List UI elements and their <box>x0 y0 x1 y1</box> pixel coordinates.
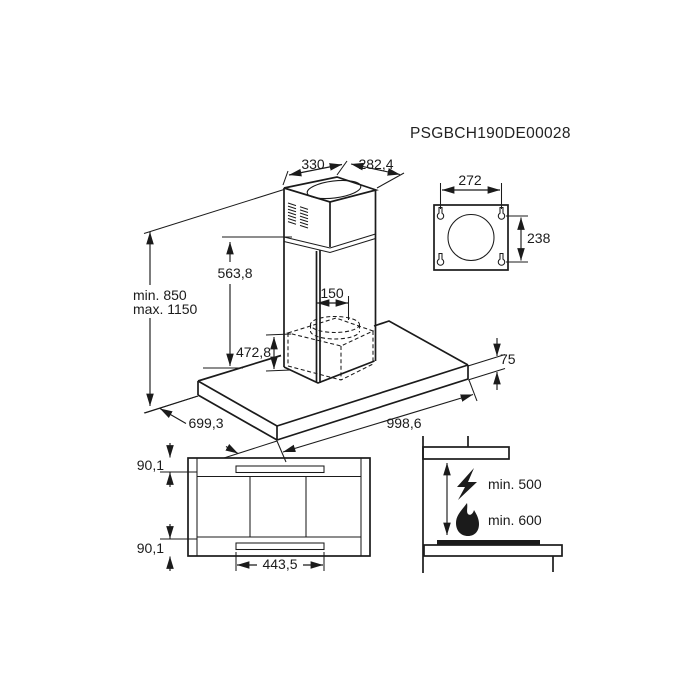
dim-9986-label: 998,6 <box>386 415 421 431</box>
electric-clearance-label: min. 500 <box>488 476 542 492</box>
dim-bracket-width: 272 <box>439 172 503 209</box>
dim-margin-bottom: 90,1 <box>137 524 197 571</box>
dim-901-bottom-label: 90,1 <box>137 540 164 556</box>
dim-canopy-width: 998,6 <box>276 379 478 463</box>
duct-opening <box>306 179 362 200</box>
dim-canopy-thickness: 75 <box>467 338 516 390</box>
dim-238-label: 238 <box>527 230 551 246</box>
dim-top-width: 330 <box>282 156 348 186</box>
dim-4435-label: 443,5 <box>262 556 297 572</box>
dim-bracket-height: 238 <box>506 215 551 263</box>
chimney-joint <box>283 233 376 249</box>
light-strip-top <box>235 465 325 474</box>
keyhole-slots <box>436 206 506 266</box>
hood-side-profile <box>422 446 510 460</box>
dim-75-label: 75 <box>500 351 516 367</box>
dim-282-label: 282,4 <box>358 156 393 172</box>
inner-unit-dashed <box>286 315 375 381</box>
dim-canopy-depth: 699,3 <box>144 395 278 459</box>
counter <box>423 544 563 557</box>
dim-top-depth: 282,4 <box>350 156 405 189</box>
lightning-icon <box>457 468 477 500</box>
dim-height-min-label: min. 850 <box>133 287 187 303</box>
dim-height-range: min. 850 max. 1150 <box>133 188 285 414</box>
dim-lower-chimney: 563,8 <box>203 236 292 369</box>
dim-5638-label: 563,8 <box>217 265 252 281</box>
dim-272-label: 272 <box>458 172 482 188</box>
dim-strip-width: 443,5 <box>235 552 325 572</box>
dim-height-max-label: max. 1150 <box>133 301 198 317</box>
dim-duct: 150 <box>316 285 350 320</box>
duct-hole <box>447 213 495 262</box>
dim-6993-label: 699,3 <box>188 415 223 431</box>
dim-330-label: 330 <box>301 156 325 172</box>
gas-clearance-label: min. 600 <box>488 512 542 528</box>
dim-4728-label: 472,8 <box>236 344 271 360</box>
wall-bracket-view: 272 238 <box>433 172 551 271</box>
flame-icon <box>456 503 479 536</box>
cooktop <box>437 540 540 545</box>
chimney <box>283 176 379 384</box>
light-strip-bottom <box>235 542 325 551</box>
bottom-view: 90,1 90,1 443,5 <box>137 443 371 572</box>
dim-901-top-label: 90,1 <box>137 457 164 473</box>
isometric-view: 330 282,4 min. 850 max. 1150 563,8 <box>133 156 516 463</box>
drawing-code: PSGBCH190DE00028 <box>410 125 571 142</box>
dim-margin-top: 90,1 <box>137 443 197 487</box>
dim-body-height: 472,8 <box>236 333 292 372</box>
dim-150-label: 150 <box>320 285 344 301</box>
duct-collar <box>309 315 361 334</box>
clearance-view: min. 500 min. 600 <box>422 436 563 573</box>
hood-underside <box>187 457 371 557</box>
vent-slots <box>287 202 309 229</box>
canopy-slab <box>197 320 469 441</box>
mounting-plate <box>433 204 509 271</box>
